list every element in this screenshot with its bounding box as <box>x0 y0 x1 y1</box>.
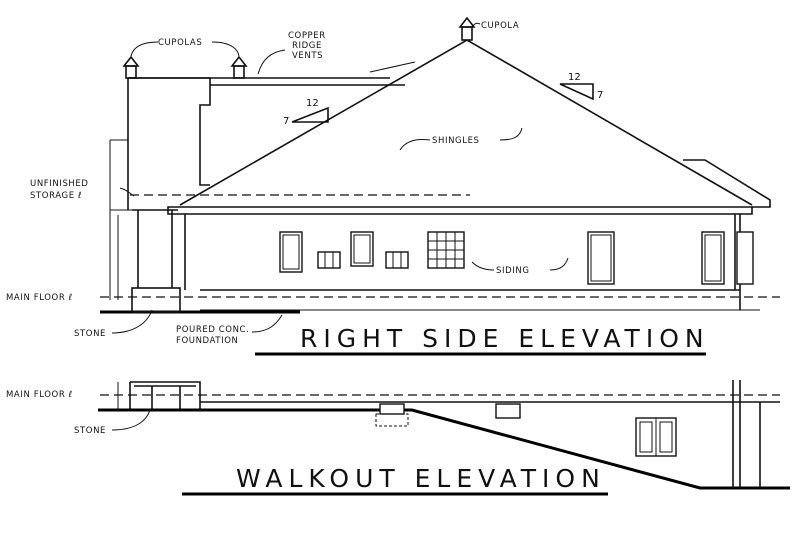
pitch-left-run: 12 <box>306 98 319 109</box>
cupola-top <box>458 16 476 41</box>
title-walkout-elevation: WALKOUT ELEVATION <box>236 464 606 493</box>
walkout-window-small <box>379 403 405 415</box>
cupola-left <box>122 55 140 79</box>
window-4 <box>385 251 409 269</box>
label-copper: COPPER <box>288 31 326 41</box>
walkout-window-large-sashes <box>639 418 673 456</box>
walkout-window-well <box>375 413 409 427</box>
leader-shingles <box>399 127 523 151</box>
window-8 <box>736 231 754 285</box>
pitch-symbol-right: 12 7 <box>559 72 603 101</box>
walkout-window-2 <box>495 403 521 419</box>
window-3 <box>350 231 374 267</box>
leader-cupolas <box>130 41 240 57</box>
window-5-muntins <box>428 232 464 268</box>
walkout-elevation: MAIN FLOOR ℓ STONE WALKOUT ELEVATION <box>6 380 790 496</box>
porch-column <box>109 139 181 313</box>
label-main-floor-lower: MAIN FLOOR ℓ <box>6 390 73 400</box>
pitch-left-rise: 7 <box>283 116 289 127</box>
leader-stone-lower <box>111 409 151 431</box>
walkout-ground-line <box>98 408 790 490</box>
walkout-right-wall <box>732 380 761 488</box>
eave-fascia <box>167 206 753 215</box>
leader-cupola-top <box>471 22 481 29</box>
leader-foundation <box>251 314 283 333</box>
window-1-sash <box>282 234 300 270</box>
label-poured-conc: POURED CONC. <box>176 325 249 335</box>
window-3-sash <box>353 234 371 264</box>
label-storage: STORAGE ℓ <box>30 191 82 201</box>
main-hip-roof <box>179 39 753 206</box>
cupola-middle <box>230 55 248 79</box>
label-shingles: SHINGLES <box>432 136 480 146</box>
label-unfinished: UNFINISHED <box>30 179 89 189</box>
walkout-porch-block <box>129 381 201 410</box>
window-7-sash <box>704 234 722 282</box>
label-cupolas: CUPOLAS <box>158 38 202 48</box>
window-7 <box>701 231 725 285</box>
window-6 <box>587 231 615 285</box>
pitch-symbol-left: 12 7 <box>283 98 329 127</box>
right-side-roof <box>683 159 771 208</box>
rear-roof-slope <box>369 61 416 73</box>
leader-siding <box>471 257 569 271</box>
left-wall-block <box>127 77 211 210</box>
flat-roof <box>128 77 405 86</box>
label-siding: SIDING <box>496 266 530 276</box>
label-stone-upper: STONE <box>74 329 106 339</box>
window-4-mullions <box>392 252 402 268</box>
label-vents: VENTS <box>292 51 323 61</box>
pitch-right-run: 12 <box>568 72 581 83</box>
window-6-sash <box>590 234 612 282</box>
label-stone-lower: STONE <box>74 426 106 436</box>
label-main-floor-upper: MAIN FLOOR ℓ <box>6 293 73 303</box>
pitch-right-rise: 7 <box>597 90 603 101</box>
window-1 <box>279 231 303 273</box>
leader-stone-upper <box>111 309 153 334</box>
window-2-mullions <box>324 252 334 268</box>
leader-storage <box>119 187 135 197</box>
label-ridge: RIDGE <box>292 41 322 51</box>
label-foundation: FOUNDATION <box>176 336 238 346</box>
title-right-side-elevation: RIGHT SIDE ELEVATION <box>300 324 710 353</box>
window-2 <box>317 251 341 269</box>
right-side-elevation: 12 7 12 7 CUPOLAS COPPER RIDGE VENTS CUP… <box>6 16 780 356</box>
label-cupola: CUPOLA <box>481 21 519 31</box>
leader-ridge-vents <box>257 49 286 75</box>
